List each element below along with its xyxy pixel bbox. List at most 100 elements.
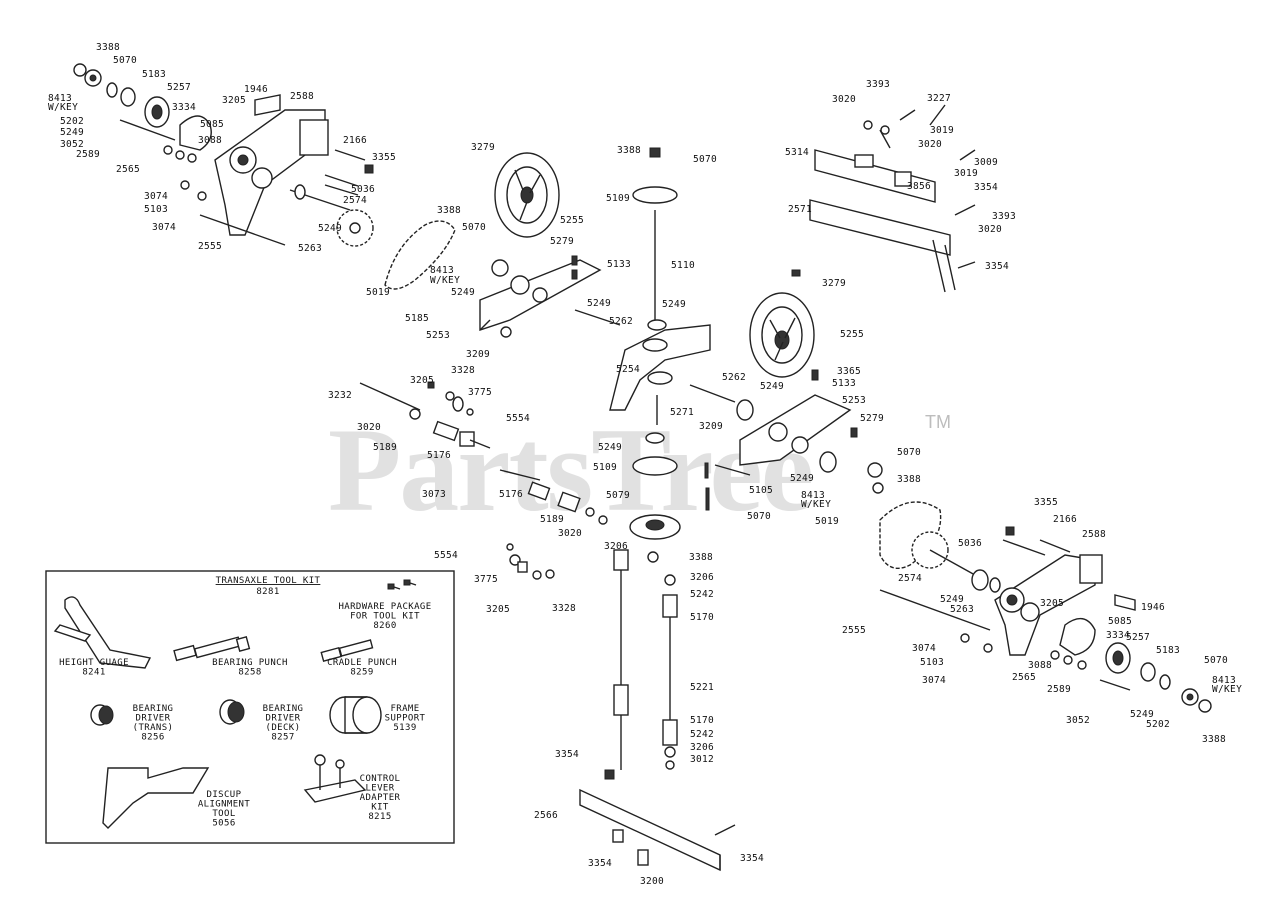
part-callout: 5263 xyxy=(950,604,974,615)
control-lever-adapter-kit-icon xyxy=(303,754,367,803)
part-callout: 3205 xyxy=(486,604,510,615)
part-callout: 2588 xyxy=(1082,529,1106,540)
tool-kit-title: TRANSAXLE TOOL KIT xyxy=(216,576,321,586)
part-callout: 5085 xyxy=(200,119,224,130)
part-callout: 5255 xyxy=(560,215,584,226)
part-callout: 5070 xyxy=(693,154,717,165)
part-callout: 3328 xyxy=(552,603,576,614)
tool-kit-item-label: (DECK) xyxy=(266,723,301,733)
front-axle-bracket xyxy=(579,769,736,872)
part-callout: 5133 xyxy=(832,378,856,389)
part-callout: 5070 xyxy=(1204,655,1228,666)
part-callout: 5242 xyxy=(690,589,714,600)
part-callout: 3355 xyxy=(1034,497,1058,508)
part-callout: 5249 xyxy=(662,299,686,310)
tool-kit-item-label: DRIVER xyxy=(136,714,171,724)
part-callout: 3200 xyxy=(640,876,664,887)
part-callout: 5279 xyxy=(860,413,884,424)
tool-kit-item-label: HARDWARE PACKAGE xyxy=(338,602,431,612)
part-callout: 1946 xyxy=(1141,602,1165,613)
height-gauge-icon xyxy=(53,596,152,669)
tool-kit-item-label: CONTROL xyxy=(360,774,401,784)
part-callout: 5070 xyxy=(462,222,486,233)
part-callout: 3365 xyxy=(837,366,861,377)
part-callout: 3088 xyxy=(1028,660,1052,671)
part-callout: 5255 xyxy=(840,329,864,340)
part-callout: 5109 xyxy=(606,193,630,204)
hardware-package-icon xyxy=(387,579,417,590)
cradle-punch-icon xyxy=(320,639,374,663)
tool-kit-item-label: 8215 xyxy=(368,812,391,822)
part-callout: 2555 xyxy=(198,241,222,252)
part-callout: 5257 xyxy=(1126,632,1150,643)
part-callout: 5254 xyxy=(616,364,640,375)
part-callout: 3388 xyxy=(437,205,461,216)
part-callout: 3009 xyxy=(974,157,998,168)
tool-kit-item-label: BEARING xyxy=(133,704,174,714)
trademark-mark: TM xyxy=(925,412,951,432)
part-callout: 5183 xyxy=(1156,645,1180,656)
part-callout: 5185 xyxy=(405,313,429,324)
part-callout: 3209 xyxy=(699,421,723,432)
part-callout: 3074 xyxy=(152,222,176,233)
part-callout: 5189 xyxy=(540,514,564,525)
part-callout: 8413 xyxy=(48,93,72,104)
part-callout: 5253 xyxy=(426,330,450,341)
tool-kit-panel: TRANSAXLE TOOL KIT 8281 xyxy=(45,570,455,844)
part-callout: 3393 xyxy=(992,211,1016,222)
part-callout: 5202 xyxy=(60,116,84,127)
part-callout: 5249 xyxy=(760,381,784,392)
tool-kit-item-label: FRAME xyxy=(390,704,419,714)
part-callout: 3232 xyxy=(328,390,352,401)
part-callout: 5109 xyxy=(593,462,617,473)
drive-chain-left xyxy=(384,220,456,290)
part-callout: 8413 xyxy=(430,265,454,276)
part-callout: 5176 xyxy=(499,489,523,500)
tool-kit-item-label: 5056 xyxy=(212,819,235,829)
part-callout: 5263 xyxy=(298,243,322,254)
part-callout: 2589 xyxy=(76,149,100,160)
bearing-driver-trans-icon xyxy=(90,704,114,726)
part-callout: 3388 xyxy=(1202,734,1226,745)
part-callout: 3012 xyxy=(690,754,714,765)
tool-kit-number: 8281 xyxy=(256,587,279,597)
part-callout: 5249 xyxy=(318,223,342,234)
part-callout: 3020 xyxy=(918,139,942,150)
part-callout: 3088 xyxy=(198,135,222,146)
part-callout: 3052 xyxy=(1066,715,1090,726)
part-callout: 5221 xyxy=(690,682,714,693)
part-callout: 5249 xyxy=(60,127,84,138)
tool-kit-item-label: (TRANS) xyxy=(133,723,174,733)
part-callout: 5249 xyxy=(1130,709,1154,720)
part-callout: 5070 xyxy=(747,511,771,522)
part-callout: 3334 xyxy=(172,102,196,113)
part-callout: 3775 xyxy=(474,574,498,585)
part-callout: 5176 xyxy=(427,450,451,461)
part-callout: 3206 xyxy=(690,572,714,583)
part-callout: 5103 xyxy=(920,657,944,668)
part-callout: 5110 xyxy=(671,260,695,271)
part-callout: 3019 xyxy=(954,168,978,179)
part-callout: W/KEY xyxy=(801,499,831,510)
part-callout: 5257 xyxy=(167,82,191,93)
part-callout: 3206 xyxy=(604,541,628,552)
part-callout: 5253 xyxy=(842,395,866,406)
part-callout: 3388 xyxy=(897,474,921,485)
part-callout: 5314 xyxy=(785,147,809,158)
part-callout: 3052 xyxy=(60,139,84,150)
tool-kit-item-label: 8256 xyxy=(141,733,164,743)
part-callout: 1946 xyxy=(244,84,268,95)
part-callout: 2565 xyxy=(1012,672,1036,683)
part-callout: 3020 xyxy=(357,422,381,433)
part-callout: 2565 xyxy=(116,164,140,175)
frame-support-icon xyxy=(329,696,382,734)
part-callout: 3279 xyxy=(822,278,846,289)
part-callout: 3205 xyxy=(222,95,246,106)
bearing-punch-icon xyxy=(173,636,251,662)
part-callout: 5189 xyxy=(373,442,397,453)
tool-kit-item-label: 8258 xyxy=(238,668,261,678)
part-callout: 5070 xyxy=(897,447,921,458)
part-callout: 5079 xyxy=(606,490,630,501)
tool-kit-item-label: ADAPTER xyxy=(360,793,401,803)
